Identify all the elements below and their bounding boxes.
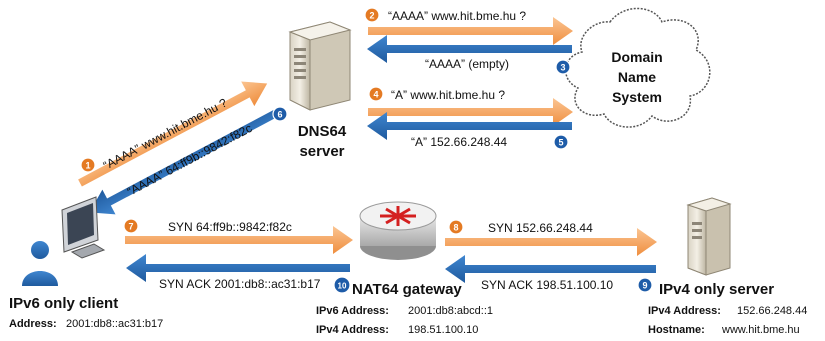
step-badge-3: 3 (555, 59, 571, 75)
server-hostname-label: Hostname: (648, 324, 705, 336)
svg-text:1: 1 (85, 161, 90, 171)
server-ipv4-label: IPv4 Address: (648, 305, 721, 317)
client-address-label: Address: (9, 318, 57, 330)
svg-text:6: 6 (277, 110, 282, 120)
arrow-7 (125, 226, 353, 254)
server-ipv4-value: 152.66.248.44 (737, 305, 807, 317)
ipv4-server-icon (686, 197, 732, 276)
dns-system-line1: Domain (611, 49, 662, 65)
arrow-5 (367, 112, 572, 140)
svg-text:3: 3 (560, 63, 565, 73)
svg-text:9: 9 (642, 281, 647, 291)
step-badge-8: 8 (448, 219, 464, 235)
server-hostname-value: www.hit.bme.hu (721, 324, 800, 336)
client-title: IPv6 only client (9, 295, 118, 312)
svg-text:5: 5 (558, 138, 563, 148)
step-badge-5: 5 (553, 134, 569, 150)
step-badge-9: 9 (637, 277, 653, 293)
nat64-ipv6-label: IPv6 Address: (316, 305, 389, 317)
nat64-ipv4-label: IPv4 Address: (316, 324, 389, 336)
svg-text:10: 10 (338, 282, 347, 291)
step-badge-10: 10 (333, 276, 351, 294)
dns64-subtitle: server (299, 143, 344, 160)
dns64-title: DNS64 (298, 123, 347, 140)
svg-text:7: 7 (128, 222, 133, 232)
cloud-icon (564, 7, 711, 128)
step-badge-2: 2 (364, 7, 380, 23)
router-icon (359, 201, 437, 260)
dns-system-line3: System (612, 89, 662, 105)
step-badge-1: 1 (80, 157, 96, 173)
client-address-value: 2001:db8::ac31:b17 (66, 318, 163, 330)
nat64-title: NAT64 gateway (352, 281, 462, 298)
arrow-2 (368, 17, 573, 45)
svg-text:8: 8 (453, 223, 458, 233)
msg-label-8: SYN 152.66.248.44 (488, 221, 593, 235)
nat64-ipv4-value: 198.51.100.10 (408, 324, 478, 336)
msg-label-6: “AAAA” 64:ff9b::9842:f82c (125, 121, 254, 199)
msg-label-3: “AAAA” (empty) (425, 57, 509, 71)
svg-text:2: 2 (369, 11, 374, 21)
arrow-9 (445, 255, 656, 283)
arrow-4 (368, 98, 573, 126)
arrow-6 (89, 106, 284, 215)
msg-label-2: “AAAA” www.hit.bme.hu ? (388, 9, 526, 23)
arrow-3 (367, 35, 572, 63)
msg-label-5: “A” 152.66.248.44 (411, 135, 507, 149)
arrow-8 (445, 228, 657, 256)
msg-label-9: SYN ACK 198.51.100.10 (481, 278, 613, 292)
nat64-ipv6-value: 2001:db8:abcd::1 (408, 305, 493, 317)
client-computer-icon (22, 196, 106, 286)
msg-label-7: SYN 64:ff9b::9842:f82c (168, 220, 292, 234)
step-badge-7: 7 (123, 218, 139, 234)
step-badge-6: 6 (272, 106, 288, 122)
svg-text:4: 4 (373, 90, 378, 100)
step-badge-4: 4 (368, 86, 384, 102)
msg-label-4: “A” www.hit.bme.hu ? (391, 88, 505, 102)
dns-system-line2: Name (618, 69, 656, 85)
arrow-10 (126, 254, 350, 282)
server-title: IPv4 only server (659, 281, 774, 298)
msg-label-10: SYN ACK 2001:db8::ac31:b17 (159, 277, 321, 291)
msg-label-1: “AAAA” www.hit.bme.hu ? (101, 95, 230, 172)
dns64-server-icon (288, 21, 352, 111)
arrow-1 (78, 81, 268, 187)
